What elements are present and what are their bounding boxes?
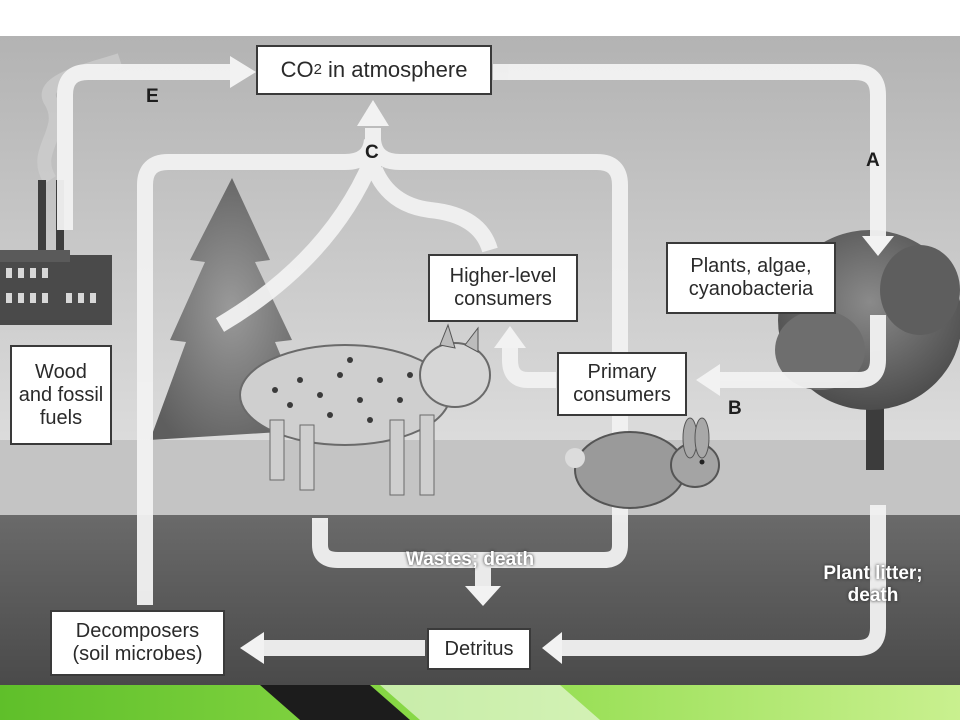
arrowhead-to-higher	[494, 326, 526, 348]
arrowhead-to-primary	[696, 364, 720, 396]
arrow-plant-litter	[560, 505, 886, 656]
label-b: B	[728, 398, 742, 419]
arrow-primary-to-higher	[502, 345, 556, 388]
lynx-illustration	[239, 323, 491, 496]
arrowhead-to-co2-up	[357, 100, 389, 126]
label-e: E	[146, 86, 159, 107]
plant-litter-label: Plant litter; death	[823, 563, 923, 606]
arrowhead-to-decomposers	[240, 632, 264, 664]
detritus-box: Detritus	[427, 628, 531, 670]
arrow-c-from-higher	[367, 166, 498, 253]
arrow-b-feeding	[718, 315, 886, 388]
deciduous-tree-illustration	[775, 230, 960, 470]
wastes-death-label: Wastes; death	[406, 549, 535, 570]
rabbit-illustration	[565, 417, 720, 509]
arrowhead-to-detritus-right	[542, 632, 562, 664]
decomposers-box: Decomposers (soil microbes)	[50, 610, 225, 676]
higher-level-consumers-box: Higher-level consumers	[428, 254, 578, 322]
dark-accent-wedge	[260, 685, 410, 720]
arrow-a-photosynthesis	[493, 64, 886, 240]
plants-algae-box: Plants, algae, cyanobacteria	[666, 242, 836, 314]
co2-suffix: in atmosphere	[321, 57, 468, 83]
arrowhead-to-co2-left	[230, 56, 256, 88]
label-a: A	[866, 150, 880, 171]
arrow-heads	[230, 56, 894, 664]
co2-prefix: CO	[280, 57, 314, 83]
arrow-wastes-death	[312, 518, 628, 568]
cycle-arrows	[57, 64, 886, 656]
arrowhead-to-plants	[862, 236, 894, 256]
arrow-c-from-tree	[215, 156, 380, 332]
white-accent-wedge	[380, 685, 600, 720]
co2-subscript: 2	[313, 61, 322, 79]
label-c: C	[365, 142, 379, 163]
grass-field	[0, 440, 960, 520]
arrow-e-combustion	[57, 64, 232, 230]
arrowhead-to-detritus	[465, 586, 501, 606]
primary-consumers-box: Primary consumers	[557, 352, 687, 416]
wood-fossil-fuels-box: Wood and fossil fuels	[10, 345, 112, 445]
